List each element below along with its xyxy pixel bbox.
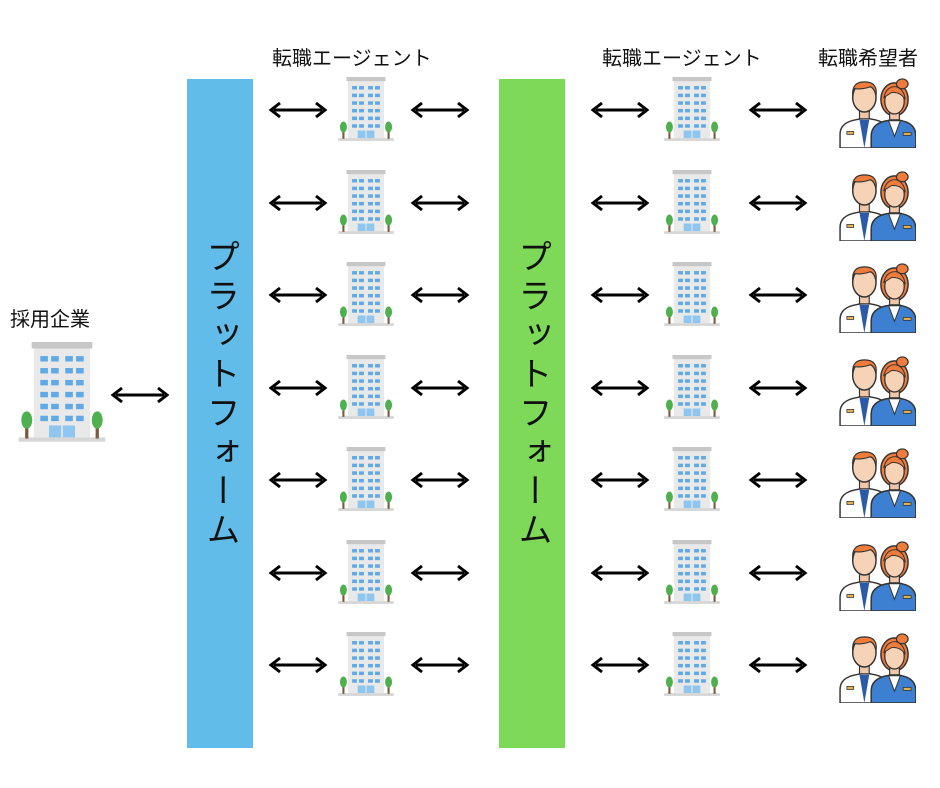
- row-5-arrow-right-platform1: [410, 470, 470, 490]
- employer-building-icon: [12, 342, 112, 445]
- row-3-arrow-right-platform1: [410, 285, 470, 305]
- agent-column-1-label: 転職エージェント: [272, 46, 432, 70]
- row-1-agent-building-2-icon: [660, 77, 724, 143]
- row-4-arrow-left-platform1: [268, 378, 328, 398]
- row-7-arrow-left-platform2: [590, 655, 650, 675]
- row-1-arrow-left-platform2: [590, 100, 650, 120]
- row-2-arrow-right-agent2: [748, 193, 808, 213]
- row-5-agent-building-1-icon: [334, 447, 398, 513]
- row-6-arrow-right-platform1: [410, 563, 470, 583]
- row-5-arrow-left-platform2: [590, 470, 650, 490]
- row-6-arrow-right-agent2: [748, 563, 808, 583]
- row-3-job-seekers-icon: [838, 263, 916, 333]
- row-6-arrow-left-platform1: [268, 563, 328, 583]
- row-7-job-seekers-icon: [838, 633, 916, 703]
- platform-bar-1-label: プラットフォーム: [200, 239, 240, 551]
- row-3-arrow-right-agent2: [748, 285, 808, 305]
- platform-bar-2: プラットフォーム: [499, 79, 565, 748]
- row-3-arrow-left-platform2: [590, 285, 650, 305]
- row-7-agent-building-1-icon: [334, 632, 398, 698]
- row-4-agent-building-2-icon: [660, 355, 724, 421]
- platform-bar-1: プラットフォーム: [187, 79, 253, 748]
- row-7-arrow-right-agent2: [748, 655, 808, 675]
- agent-column-2-label: 転職エージェント: [602, 46, 762, 70]
- row-1-arrow-right-platform1: [410, 100, 470, 120]
- employer-double-arrow-icon: [110, 385, 170, 405]
- row-6-arrow-left-platform2: [590, 563, 650, 583]
- row-5-agent-building-2-icon: [660, 447, 724, 513]
- row-7-agent-building-2-icon: [660, 632, 724, 698]
- row-5-arrow-right-agent2: [748, 470, 808, 490]
- row-1-agent-building-1-icon: [334, 77, 398, 143]
- row-7-arrow-left-platform1: [268, 655, 328, 675]
- row-4-arrow-left-platform2: [590, 378, 650, 398]
- row-2-arrow-right-platform1: [410, 193, 470, 213]
- row-4-arrow-right-platform1: [410, 378, 470, 398]
- row-4-arrow-right-agent2: [748, 378, 808, 398]
- row-3-agent-building-2-icon: [660, 262, 724, 328]
- platform-bar-2-label: プラットフォーム: [512, 239, 552, 551]
- row-5-job-seekers-icon: [838, 448, 916, 518]
- row-2-agent-building-2-icon: [660, 170, 724, 236]
- job-seekers-label: 転職希望者: [818, 46, 918, 70]
- row-1-arrow-left-platform1: [268, 100, 328, 120]
- row-7-arrow-right-platform1: [410, 655, 470, 675]
- row-3-agent-building-1-icon: [334, 262, 398, 328]
- row-6-agent-building-1-icon: [334, 540, 398, 606]
- row-2-job-seekers-icon: [838, 171, 916, 241]
- row-2-arrow-left-platform1: [268, 193, 328, 213]
- row-1-arrow-right-agent2: [748, 100, 808, 120]
- row-3-arrow-left-platform1: [268, 285, 328, 305]
- row-6-agent-building-2-icon: [660, 540, 724, 606]
- row-5-arrow-left-platform1: [268, 470, 328, 490]
- row-1-job-seekers-icon: [838, 78, 916, 148]
- employer-label: 採用企業: [10, 307, 90, 331]
- row-2-agent-building-1-icon: [334, 170, 398, 236]
- row-4-agent-building-1-icon: [334, 355, 398, 421]
- row-2-arrow-left-platform2: [590, 193, 650, 213]
- row-6-job-seekers-icon: [838, 541, 916, 611]
- row-4-job-seekers-icon: [838, 356, 916, 426]
